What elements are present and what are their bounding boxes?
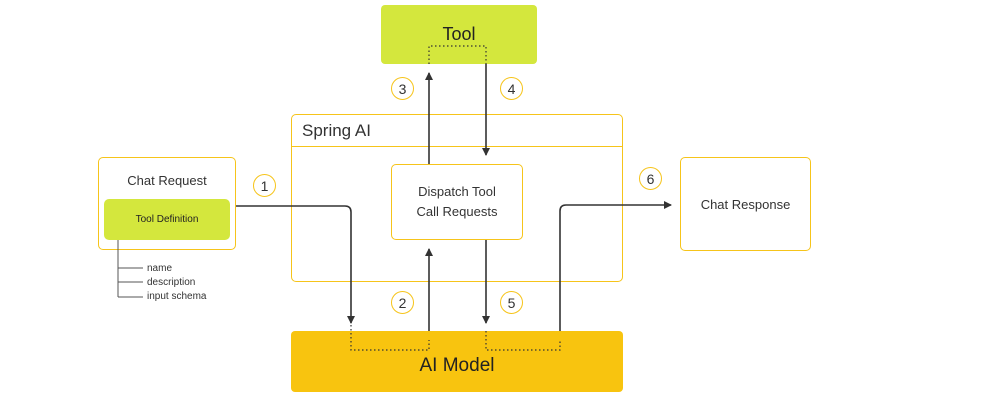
tool-definition-node: Tool Definition: [104, 199, 230, 240]
tool-definition-property-input-schema: input schema: [147, 291, 207, 302]
step-4-badge: 4: [500, 77, 523, 100]
step-3-badge: 3: [391, 77, 414, 100]
dotted-path-tool-internal: [428, 45, 487, 64]
ai-model-node: AI Model: [291, 331, 623, 392]
spring-ai-header-divider: [291, 114, 623, 147]
dispatch-tool-call-requests-node: Dispatch Tool Call Requests: [391, 164, 523, 240]
tool-definition-property-name: name: [147, 263, 173, 274]
tool-node: Tool: [381, 5, 537, 64]
ai-model-label: AI Model: [419, 354, 495, 376]
step-1-badge: 1: [253, 174, 276, 197]
step-6-badge: 6: [639, 167, 662, 190]
step-5-badge: 5: [500, 291, 523, 314]
dispatch-label-line1: Dispatch Tool: [418, 184, 496, 199]
step-2-badge: 2: [391, 291, 414, 314]
tool-label: Tool: [442, 24, 476, 44]
chat-request-title: Chat Request: [127, 173, 207, 188]
tool-definition-property-brackets: [117, 240, 143, 298]
chat-response-node: Chat Response: [680, 157, 811, 251]
dotted-path-model-internal-right: [485, 331, 561, 351]
spring-ai-title: Spring AI: [302, 121, 371, 140]
tool-definition-label: Tool Definition: [135, 214, 199, 225]
arrow-step1-request-to-model: [236, 205, 355, 324]
dispatch-label-line2: Call Requests: [416, 204, 498, 219]
arrow-step6-model-to-response: [559, 201, 672, 331]
chat-response-label: Chat Response: [700, 196, 791, 212]
dotted-path-model-internal-left: [350, 325, 430, 351]
tool-definition-property-description: description: [147, 277, 196, 288]
